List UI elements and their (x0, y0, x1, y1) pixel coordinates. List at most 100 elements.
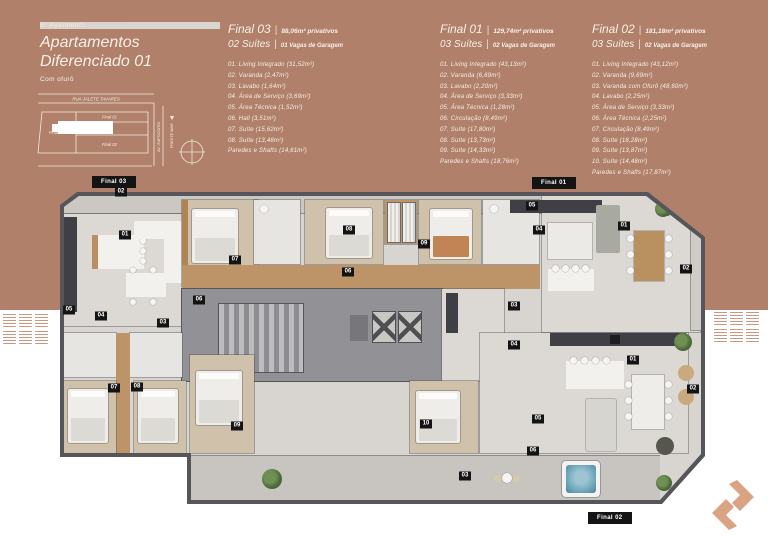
bed (416, 391, 460, 443)
separator: | (486, 25, 490, 36)
final-name: Final 03 (228, 22, 271, 36)
stool (552, 265, 559, 272)
room-number-badge: 07 (229, 255, 241, 265)
room-number-badge: 04 (533, 225, 545, 235)
kitchen-island (566, 361, 624, 389)
chair (627, 251, 634, 258)
spec-item: Paredes e Shafts (14,61m²) (228, 148, 307, 155)
elevator (372, 311, 396, 343)
room-number-badge: 06 (342, 267, 354, 277)
stool (562, 265, 569, 272)
room-bathroom (64, 333, 116, 377)
spec-item: 01. Living Integrado (43,12m²) (592, 62, 679, 68)
spec-column-final-03: Final 03 | 88,06m² privativos 02 Suítes … (228, 22, 418, 157)
spec-item: 02. Varanda (6,69m²) (440, 72, 501, 79)
chair (130, 267, 136, 273)
bed (68, 389, 108, 443)
highlighted-unit (58, 121, 113, 134)
wicker-chair (678, 365, 694, 381)
wardrobe (387, 202, 401, 243)
spec-column-final-02: Final 02 | 181,18m² privativos 03 Suítes… (592, 22, 768, 179)
room-number-badge: 09 (231, 421, 243, 431)
avenue-label: AV. ITAPOCORÓI (156, 122, 161, 152)
spec-item: Paredes e Shafts (17,87m²) (592, 169, 671, 176)
spec-item: 03. Lavabo (2,20m²) (440, 83, 498, 90)
spec-item: 09. Suíte (14,33m²) (440, 148, 496, 155)
toilet (260, 205, 268, 213)
stool (140, 238, 146, 244)
spec-item: 10. Suíte (14,48m²) (592, 159, 648, 166)
chair (150, 299, 156, 305)
suites-count: 02 Suítes (228, 39, 271, 50)
kitchen-island-stools (548, 269, 594, 291)
spec-item: 04. Área de Serviço (3,33m²) (440, 94, 523, 101)
dining-table (632, 375, 664, 429)
spec-header: Final 01 | 129,74m² privativos (440, 22, 595, 36)
dining-table (126, 273, 166, 297)
room-number-badge: 05 (526, 201, 538, 211)
separator: | (274, 39, 277, 50)
room-number-badge: 04 (95, 311, 107, 321)
chair (625, 413, 632, 420)
unit-top-label: Final 01 (102, 115, 117, 120)
bed (430, 209, 472, 259)
bed (326, 208, 372, 258)
room-list: 01. Living Integrado (43,12m²) 02. Varand… (592, 60, 768, 179)
spec-item: 08. Suíte (13,48m²) (228, 137, 284, 144)
stool (570, 357, 577, 364)
room-number-badge: 02 (687, 384, 699, 394)
page-title-line2: Diferenciado 01 (40, 53, 153, 70)
suites-count: 03 Suítes (440, 39, 483, 50)
toilet (490, 205, 498, 213)
floor-label: 5º Pavimento (40, 22, 220, 29)
private-area: 88,06m² privativos (281, 28, 339, 35)
stool (582, 265, 589, 272)
sofa (596, 205, 620, 253)
chair (665, 397, 672, 404)
room-number-badge: 05 (63, 305, 75, 315)
room-number-badge: 01 (618, 221, 630, 231)
chair (627, 235, 634, 242)
private-area: 181,18m² privativos (645, 28, 706, 35)
dining-table (634, 231, 664, 281)
garage-count: 01 Vagas de Garagem (280, 43, 344, 49)
spec-header: Final 03 | 88,06m² privativos (228, 22, 418, 36)
round-rug (656, 437, 674, 455)
room-number-badge: 03 (508, 301, 520, 311)
plan-floor (64, 196, 701, 500)
chair (665, 413, 672, 420)
service-counter (446, 293, 458, 333)
room-living-final01 (542, 196, 700, 332)
seafront-arrow-icon (170, 116, 174, 120)
bed (138, 389, 178, 443)
spec-item: 06. Hall (3,51m²) (228, 115, 277, 122)
sofa (164, 221, 184, 283)
room-number-badge: 08 (343, 225, 355, 235)
spec-item: Paredes e Shafts (18,76m²) (440, 159, 519, 166)
spec-header: Final 02 | 181,18m² privativos (592, 22, 768, 36)
room-number-badge: 03 (157, 318, 169, 328)
location-mini-map: RUA JALETE TAVARES Final 03 Final 01 Fin… (37, 93, 205, 167)
woven-motif-left (3, 313, 48, 344)
kitchen-counter (64, 217, 77, 312)
suites-count: 03 Suítes (592, 39, 635, 50)
stool (603, 357, 610, 364)
room-number-badge: 06 (193, 295, 205, 305)
spec-column-final-01: Final 01 | 129,74m² privativos 03 Suítes… (440, 22, 595, 168)
spec-item: 06. Área Técnica (2,25m²) (592, 115, 667, 122)
spec-item: 02. Varanda (9,69m²) (592, 72, 653, 79)
header: 5º Pavimento Apartamentos Diferenciado 0… (40, 22, 220, 83)
chair (665, 267, 672, 274)
room-number-badge: 10 (420, 419, 432, 429)
spec-item: 09. Suíte (13,87m²) (592, 148, 648, 155)
room-number-badge: 08 (131, 382, 143, 392)
plant (674, 333, 692, 351)
stool (140, 258, 146, 264)
woven-motif-right (714, 311, 759, 342)
seafront-label: FRENTE MAR (170, 123, 174, 148)
room-number-badge: 09 (418, 239, 430, 249)
chair (665, 235, 672, 242)
spec-item: 07. Suíte (15,62m²) (228, 126, 284, 133)
ofuro-water (566, 465, 596, 493)
